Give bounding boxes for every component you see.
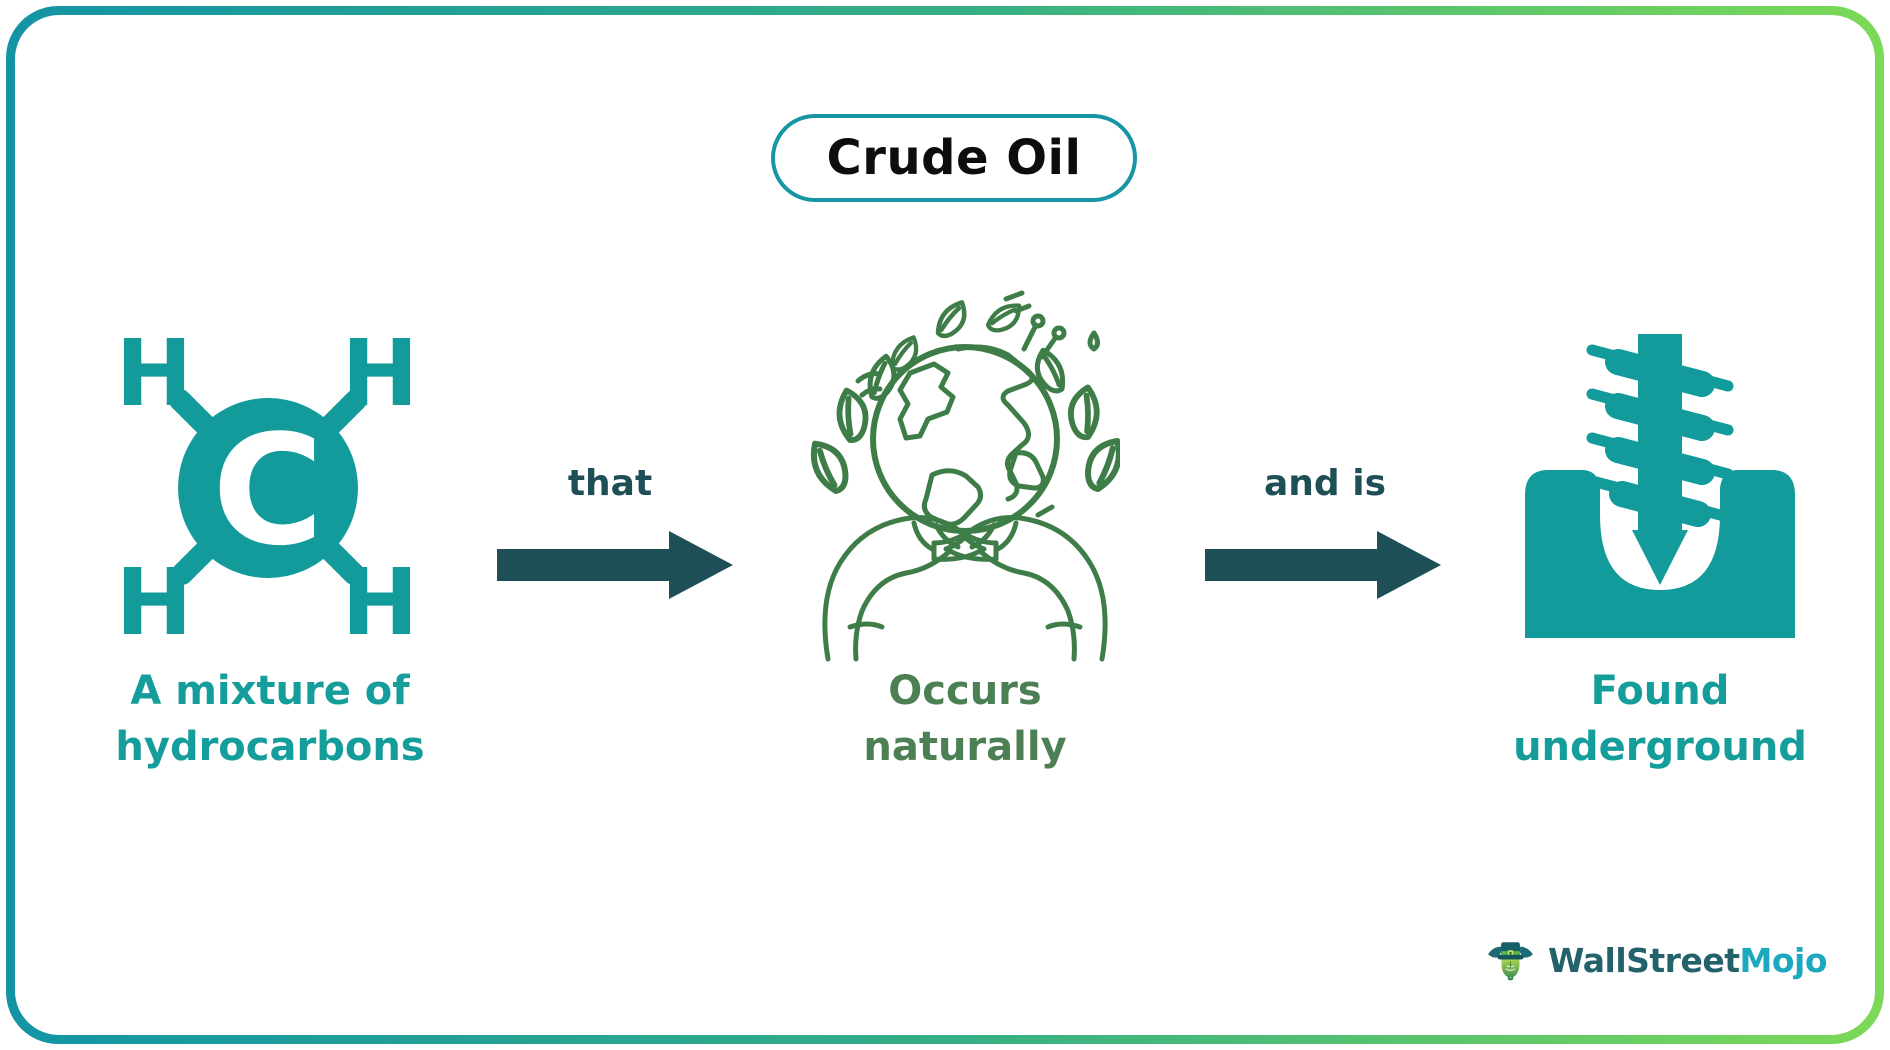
h-atom-label: H (342, 549, 414, 638)
diagram-border-frame: Crude Oil H H H H C A mixture of hyd (6, 6, 1884, 1044)
caption-line: naturally (863, 724, 1067, 770)
caption-line: underground (1513, 724, 1807, 770)
h-atom-label: H (118, 549, 193, 638)
title-pill: Crude Oil (771, 114, 1137, 202)
diagram-canvas: Crude Oil H H H H C A mixture of hyd (15, 15, 1875, 1035)
h-atom-label: H (342, 328, 414, 427)
hydrocarbon-molecule-icon: H H H H C (118, 328, 413, 638)
h-atom-label: H (118, 328, 193, 427)
caption-line: Found (1590, 668, 1730, 714)
caption-found-underground: Found underground (1435, 663, 1885, 775)
arrow-right-icon (497, 531, 733, 599)
caption-line: Occurs (888, 668, 1042, 714)
connector-label-that: that (567, 463, 653, 504)
arrow-right-icon (1205, 531, 1441, 599)
page-title: Crude Oil (826, 130, 1082, 186)
bull-with-hat-icon (1488, 942, 1533, 981)
wallstreetmojo-logo: WallStreetMojo (1487, 916, 1827, 1004)
c-atom-label: C (212, 402, 324, 579)
caption-hydrocarbons: A mixture of hydrocarbons (45, 663, 495, 775)
logo-text-secondary: Mojo (1739, 940, 1828, 980)
caption-line: A mixture of (130, 668, 410, 714)
drill-underground-icon (1525, 334, 1795, 638)
connector-label-and-is: and is (1264, 463, 1386, 504)
logo-wordmark: WallStreetMojo (1548, 941, 1827, 980)
caption-occurs-naturally: Occurs naturally (745, 663, 1185, 775)
caption-line: hydrocarbons (115, 724, 425, 770)
logo-text-primary: WallStreet (1548, 940, 1740, 980)
earth-in-hands-icon (810, 290, 1120, 662)
